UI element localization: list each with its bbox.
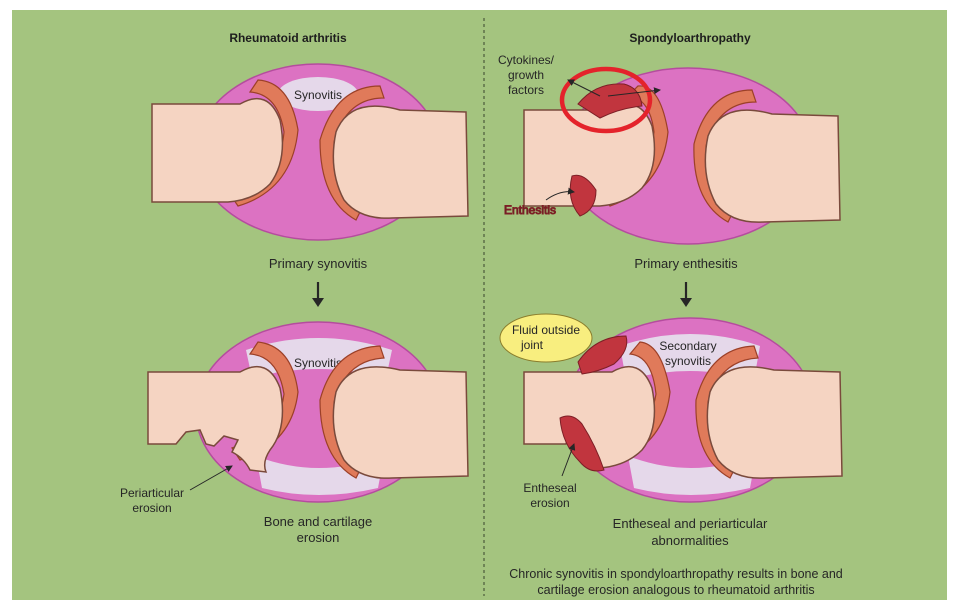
left-bone xyxy=(152,99,282,202)
right-title: Spondyloarthropathy xyxy=(629,31,751,45)
cytokines-label-line3: factors xyxy=(508,83,544,97)
spa-top-caption: Primary enthesitis xyxy=(634,256,738,271)
right-bone xyxy=(333,106,468,218)
right-bone xyxy=(333,367,468,478)
spa-bottom-caption-line2: abnormalities xyxy=(651,533,729,548)
entheseal-erosion-line2: erosion xyxy=(530,496,569,510)
secondary-synovitis-line1: Secondary xyxy=(659,339,716,353)
left-title: Rheumatoid arthritis xyxy=(229,31,347,45)
ra-top-caption: Primary synovitis xyxy=(269,256,368,271)
secondary-synovitis-line2: synovitis xyxy=(665,354,711,368)
ra-erosion-label-line1: Periarticular xyxy=(120,486,184,500)
ra-bottom-caption-line2: erosion xyxy=(297,530,340,545)
cytokines-label-line2: growth xyxy=(508,68,544,82)
fluid-label-line1: Fluid outside xyxy=(512,323,580,337)
enthesitis-label: Enthesitis xyxy=(504,203,556,217)
fluid-outside-joint-bubble xyxy=(500,314,592,362)
ra-bottom-caption-line1: Bone and cartilage xyxy=(264,514,372,529)
ra-erosion-label-line2: erosion xyxy=(132,501,171,515)
footnote-line1: Chronic synovitis in spondyloarthropathy… xyxy=(509,567,843,581)
right-bone xyxy=(705,110,840,222)
footnote-line2: cartilage erosion analogous to rheumatoi… xyxy=(537,583,814,597)
fluid-label-line2: joint xyxy=(520,338,544,352)
entheseal-erosion-line1: Entheseal xyxy=(523,481,576,495)
spa-bottom-caption-line1: Entheseal and periarticular xyxy=(613,516,768,531)
synovitis-label: Synovitis xyxy=(294,88,342,102)
right-bone xyxy=(707,367,842,478)
cytokines-label-line1: Cytokines/ xyxy=(498,53,555,67)
